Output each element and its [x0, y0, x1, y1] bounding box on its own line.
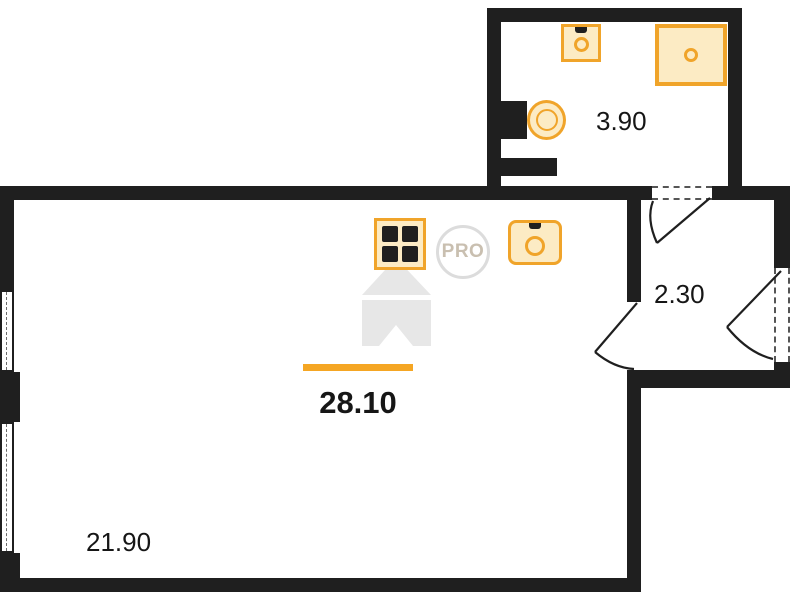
burner — [402, 246, 418, 262]
washbasin-icon — [561, 24, 601, 62]
wall-hall-right-lower — [774, 362, 790, 388]
door-leaf — [656, 197, 711, 244]
window-pane-line — [6, 424, 7, 551]
living-room-door-swing — [594, 302, 638, 371]
total-area-underline — [303, 364, 413, 371]
burner — [382, 246, 398, 262]
kitchen-sink-icon — [508, 220, 562, 265]
bathroom-door-opening — [652, 186, 712, 200]
wall-bathroom-stub — [501, 158, 557, 176]
shower-drain — [684, 48, 698, 62]
entrance-door-opening — [774, 268, 790, 362]
house-body-shape — [362, 300, 431, 346]
window-pane-line — [0, 292, 2, 370]
shower-icon — [655, 24, 727, 86]
sink-basin — [525, 236, 545, 256]
door-arc — [726, 326, 774, 361]
toilet-icon — [527, 100, 566, 140]
faucet-icon — [529, 223, 541, 229]
burner — [382, 226, 398, 242]
wall-top-hall-right — [712, 186, 790, 200]
door-arc — [649, 200, 659, 244]
burner — [402, 226, 418, 242]
door-leaf — [726, 270, 782, 328]
window-pane-line — [6, 292, 7, 370]
pro-badge: PRO — [436, 225, 490, 279]
window-pane-line — [0, 424, 2, 551]
wall-hall-right-upper — [774, 200, 790, 268]
washbasin-drain — [574, 37, 589, 52]
hallway-area-label: 2.30 — [654, 279, 705, 309]
window-pane-line — [12, 424, 14, 551]
entrance-door-swing — [726, 270, 782, 361]
stove-icon — [374, 218, 426, 270]
living-area-label: 21.90 — [86, 527, 152, 557]
wall-partition-upper — [627, 200, 641, 302]
wall-bathroom-right — [728, 8, 742, 200]
faucet-icon — [575, 27, 587, 33]
wall-bathroom-left — [487, 8, 501, 200]
toilet-bowl-inner — [536, 109, 558, 131]
door-arc — [594, 351, 635, 371]
bathroom-area-label: 3.90 — [596, 106, 647, 136]
window-icon — [0, 422, 14, 553]
wall-left-pier-mid — [0, 372, 20, 422]
bathroom-door-swing — [649, 197, 711, 244]
wall-hall-bottom — [641, 370, 790, 388]
window-pane-line — [12, 292, 14, 370]
wall-top-main — [0, 186, 652, 200]
wall-partition-lower — [627, 370, 641, 592]
wall-bathroom-top — [487, 8, 742, 22]
pro-badge-text: PRO — [441, 241, 485, 262]
toilet-tank — [501, 101, 527, 139]
wall-left-upper — [0, 186, 14, 290]
wall-bottom — [0, 578, 641, 592]
door-leaf — [594, 302, 638, 353]
total-area-label: 28.10 — [319, 385, 397, 420]
window-icon — [0, 290, 14, 372]
